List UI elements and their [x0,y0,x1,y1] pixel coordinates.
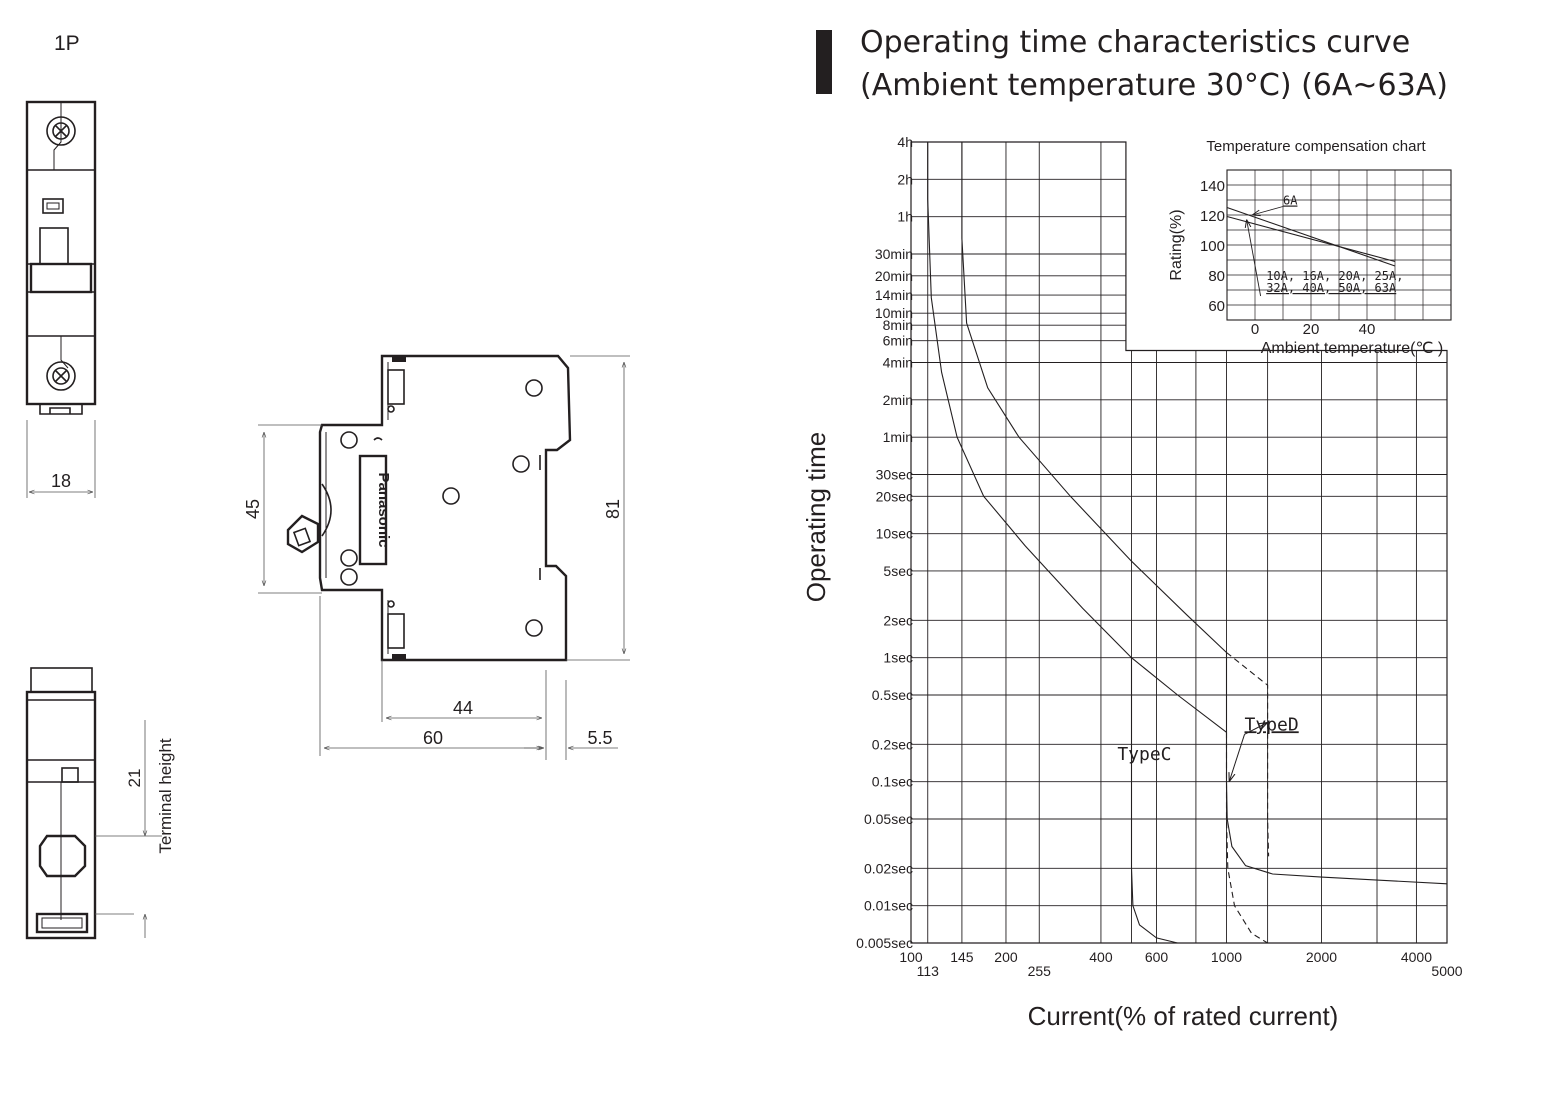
inset-curves [1226,206,1396,267]
chart-grid [910,141,1448,944]
screw-icon [46,361,76,391]
inset-x-tick-20: 20 [1303,321,1320,338]
inset-x-tick-0: 0 [1251,321,1259,338]
y-axis-label: Operating time [801,432,831,603]
x-tick-145: 145 [950,949,974,965]
series-line-1 [927,142,1227,733]
chart-title-line2: (Ambient temperature 30°C) (6A~63A) [860,68,1448,103]
chart-frame [910,141,1448,944]
y-tick-14min: 14min [875,287,913,303]
dim-width-5-5: 5.5 [587,728,612,748]
x-tick-255: 255 [1028,963,1052,979]
title-bar-icon [816,30,832,94]
terminal-view-drawing: 21 Terminal height [25,667,175,940]
y-tick-8min: 8min [883,317,913,333]
inset-series-2 [1226,215,1396,263]
series-line-2 [961,142,1227,653]
chart-curves [927,142,1448,944]
x-tick-600: 600 [1145,949,1169,965]
side-view-drawing: Panasonic 45 81 44 60 5.5 [243,354,630,760]
annotation-typec: TypeC [1117,744,1171,765]
y-tick-2min: 2min [883,392,913,408]
x-tick-4000: 4000 [1401,949,1432,965]
dim-width-60: 60 [423,728,443,748]
chart-title-line1: Operating time characteristics curve [860,25,1410,60]
inset-y-label: Rating(%) [1168,209,1185,280]
temperature-compensation-chart: Temperature compensation chart 60 80 100 12… [1168,138,1452,357]
inset-y-tick-60: 60 [1208,298,1225,315]
inset-y-tick-120: 120 [1200,208,1225,225]
leader-arrow-2 [1244,722,1268,735]
y-tick-1min: 1min [883,429,913,445]
annotation-typed: TypeD [1245,714,1299,735]
y-tick-0-2sec: 0.2sec [872,736,913,752]
y-tick-0-05sec: 0.05sec [864,811,913,827]
y-tick-10sec: 10sec [876,526,913,542]
dim-width-18: 18 [51,471,71,491]
chart-annotations: TypeC TypeD [1117,714,1299,781]
y-tick-4min: 4min [883,355,913,371]
inset-frame [1226,169,1452,321]
y-tick-4h: 4h [897,134,913,150]
inset-annotation-6a: 6A [1283,194,1298,208]
series-line-4 [1225,652,1448,885]
inset-grid [1226,169,1452,321]
y-tick-0-5sec: 0.5sec [872,687,913,703]
y-tick-30sec: 30sec [876,466,913,482]
x-tick-100: 100 [899,949,923,965]
pole-label: 1P [54,32,80,55]
dim-terminal-21: 21 [125,769,144,788]
dim-height-45: 45 [243,499,263,519]
x-axis-label: Current(% of rated current) [1028,1001,1339,1031]
inset-y-tick-80: 80 [1208,268,1225,285]
inset-y-tick-100: 100 [1200,238,1225,255]
screw-icon [46,116,76,146]
y-tick-6min: 6min [883,333,913,349]
y-tick-0-01sec: 0.01sec [864,898,913,914]
x-tick-113: 113 [917,963,940,979]
inset-x-tick-40: 40 [1359,321,1376,338]
x-tick-2000: 2000 [1306,949,1337,965]
y-tick-20sec: 20sec [876,488,913,504]
y-tick-0-005sec: 0.005sec [856,935,913,951]
inset-tick-labels: 60 80 100 120 140 0 20 40 [1200,178,1375,338]
leader-arrow-1 [1229,734,1246,781]
x-tick-5000: 5000 [1431,963,1462,979]
y-tick-5sec: 5sec [883,563,913,579]
inset-title: Temperature compensation chart [1206,138,1426,155]
front-view-drawing: 1P 18 [25,32,97,498]
y-tick-1h: 1h [897,209,913,225]
y-tick-2sec: 2sec [883,612,913,628]
dim-width-44: 44 [453,698,473,718]
x-tick-200: 200 [994,949,1018,965]
y-tick-2h: 2h [897,171,913,187]
y-tick-10min: 10min [875,305,913,321]
terminal-height-label: Terminal height [156,738,175,854]
x-tick-1000: 1000 [1211,949,1242,965]
series-line-6 [1225,732,1268,944]
dim-height-81: 81 [603,499,623,519]
y-tick-30min: 30min [875,246,913,262]
inset-series-1 [1226,206,1396,267]
x-tick-400: 400 [1089,949,1113,965]
inset-annotation-2: 32A, 40A, 50A, 63A [1266,281,1397,295]
inset-annotation-1: 10A, 16A, 20A, 25A, [1266,269,1403,283]
inset-x-label: Ambient temperature(℃ ) [1261,340,1443,357]
y-tick-20min: 20min [875,268,913,284]
y-tick-0-02sec: 0.02sec [864,860,913,876]
brand-logo: Panasonic [375,472,392,547]
series-line-5 [1226,652,1270,857]
y-tick-0-1sec: 0.1sec [872,774,913,790]
inset-leader-ratings [1247,220,1262,297]
series-line-3 [1130,657,1178,944]
inset-annotations: 6A 10A, 16A, 20A, 25A,32A, 40A, 50A, 63A [1247,194,1403,297]
y-tick-1sec: 1sec [883,650,913,666]
inset-y-tick-140: 140 [1200,178,1225,195]
inset-leader-6a [1252,206,1284,216]
